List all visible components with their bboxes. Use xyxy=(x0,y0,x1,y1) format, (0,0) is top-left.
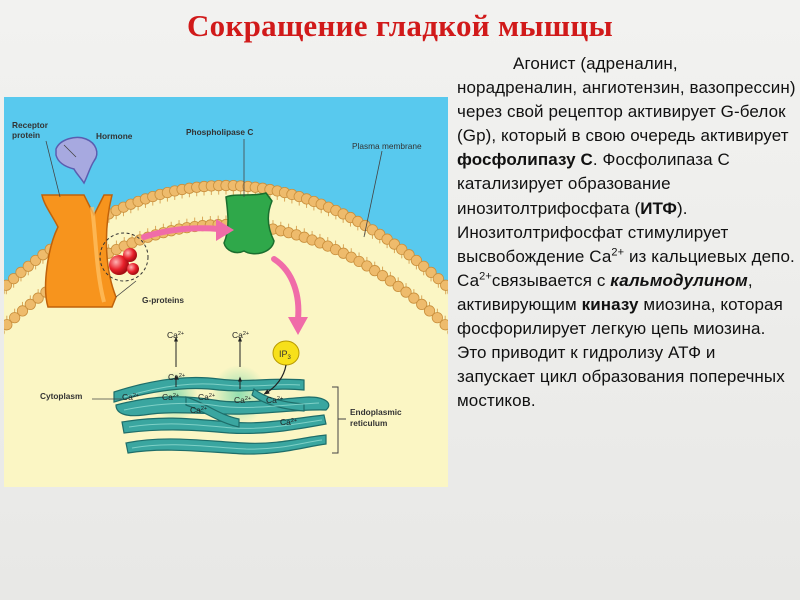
lipid-head xyxy=(418,260,430,272)
diagram-labels: Receptor protein Hormone Phospholipase C… xyxy=(12,120,422,428)
lipid-head xyxy=(16,305,29,317)
ip3-arrowhead xyxy=(288,317,308,335)
g-protein-gamma xyxy=(127,263,139,275)
lipid-head xyxy=(4,319,13,331)
lipid-head xyxy=(369,265,381,277)
phospholipase-c xyxy=(223,192,275,255)
membrane-band xyxy=(4,185,448,328)
cytoplasm-fill xyxy=(4,224,448,487)
term-phospholipase: фосфолипазу С xyxy=(457,150,593,170)
term-itf: ИТФ xyxy=(640,198,677,218)
lipid-head xyxy=(416,298,428,310)
g-proteins-outline xyxy=(99,232,149,282)
lipid-head xyxy=(432,273,444,285)
receptor-label: Receptor xyxy=(12,120,49,130)
lipid-head xyxy=(439,319,448,331)
er-highlights xyxy=(123,383,323,450)
lipid-head xyxy=(403,249,415,261)
calcium-label: Ca2+ xyxy=(232,330,249,340)
calcium-label: Ca2+ xyxy=(122,392,139,402)
receptor-highlight xyxy=(90,206,106,303)
text-segment: . Фосфолипаза С катализирует образование… xyxy=(457,150,730,218)
calcium-label: Ca2+ xyxy=(198,392,215,402)
term-calmodulin: кальмодулином xyxy=(610,270,748,290)
receptor-protein xyxy=(41,194,117,308)
calcium-label: Ca2+ xyxy=(168,372,185,382)
diagram-svg: IP3 Ca2+ Ca2+ Ca2+ Ca2+ Ca2+ Ca2+ Ca2+ C… xyxy=(4,97,448,487)
lipid-head xyxy=(400,286,412,298)
ip3-to-er-arrow xyxy=(263,364,287,395)
lipid-head xyxy=(440,279,448,291)
membrane-label: Plasma membrane xyxy=(352,141,422,151)
calcium-label: Ca2+ xyxy=(190,405,207,415)
text-segment: Агонист (адреналин, норадреналин, ангиот… xyxy=(457,54,796,146)
lipid-head xyxy=(384,275,396,287)
lipid-head xyxy=(22,260,34,272)
text-segment: , активирующим xyxy=(457,270,753,314)
lipid-head xyxy=(24,298,36,310)
description-paragraph: Агонист (адреналин, норадреналин, ангиот… xyxy=(457,52,797,413)
er-bracket xyxy=(332,386,339,454)
lipid-head xyxy=(431,312,443,324)
activation-arrowhead xyxy=(216,219,234,241)
term-kinase: киназу xyxy=(581,294,639,314)
superscript: 2+ xyxy=(479,270,492,283)
ip3-arrow xyxy=(271,256,302,322)
calcium-label: Ca2+ xyxy=(234,395,251,405)
cytoplasm-label: Cytoplasm xyxy=(40,391,82,401)
activation-arrow xyxy=(141,225,222,240)
lipid-head xyxy=(9,312,21,324)
endoplasmic-reticulum xyxy=(113,376,330,455)
text-segment: миозина, которая фосфорилирует легкую це… xyxy=(457,294,785,411)
lipid-head xyxy=(425,266,437,278)
leader-lines xyxy=(45,139,383,400)
phospholipase-label: Phospholipase C xyxy=(186,127,253,137)
g-protein-beta xyxy=(123,248,137,262)
lipid-head xyxy=(8,273,20,285)
lipid-head xyxy=(423,305,436,317)
calcium-labels: Ca2+ Ca2+ Ca2+ Ca2+ Ca2+ Ca2+ Ca2+ Ca2+ … xyxy=(122,330,297,427)
calcium-label: Ca2+ xyxy=(266,395,283,405)
calcium-label: Ca2+ xyxy=(167,330,184,340)
slide-title: Сокращение гладкой мышцы xyxy=(186,8,614,43)
text-segment: из кальциевых депо. Са xyxy=(457,246,795,290)
g-proteins-label: G-proteins xyxy=(142,295,184,305)
hormone xyxy=(55,136,98,185)
hormone-label: Hormone xyxy=(96,131,133,141)
lipid-head xyxy=(15,266,27,278)
lipid-head xyxy=(410,254,422,267)
superscript: 2+ xyxy=(611,246,625,259)
er-label: reticulum xyxy=(350,418,387,428)
text-segment: связывается с xyxy=(491,270,611,290)
lipid-head xyxy=(376,270,389,282)
er-label: Endoplasmic xyxy=(350,407,402,417)
calcium-label: Ca2+ xyxy=(162,392,179,402)
lipid-head xyxy=(32,292,44,304)
calcium-label: Ca2+ xyxy=(280,417,297,427)
receptor-label: protein xyxy=(12,130,40,140)
cell-signaling-diagram: IP3 Ca2+ Ca2+ Ca2+ Ca2+ Ca2+ Ca2+ Ca2+ C… xyxy=(4,97,448,487)
lipid-head xyxy=(408,292,420,304)
ip3-label: IP3 xyxy=(279,349,292,361)
lipid-head xyxy=(392,280,404,292)
text-segment: ). Инозитолтрифосфат стимулирует высвобо… xyxy=(457,198,729,266)
g-protein-alpha xyxy=(109,255,129,275)
lipid-head xyxy=(4,279,12,291)
lipid-head xyxy=(30,254,42,267)
